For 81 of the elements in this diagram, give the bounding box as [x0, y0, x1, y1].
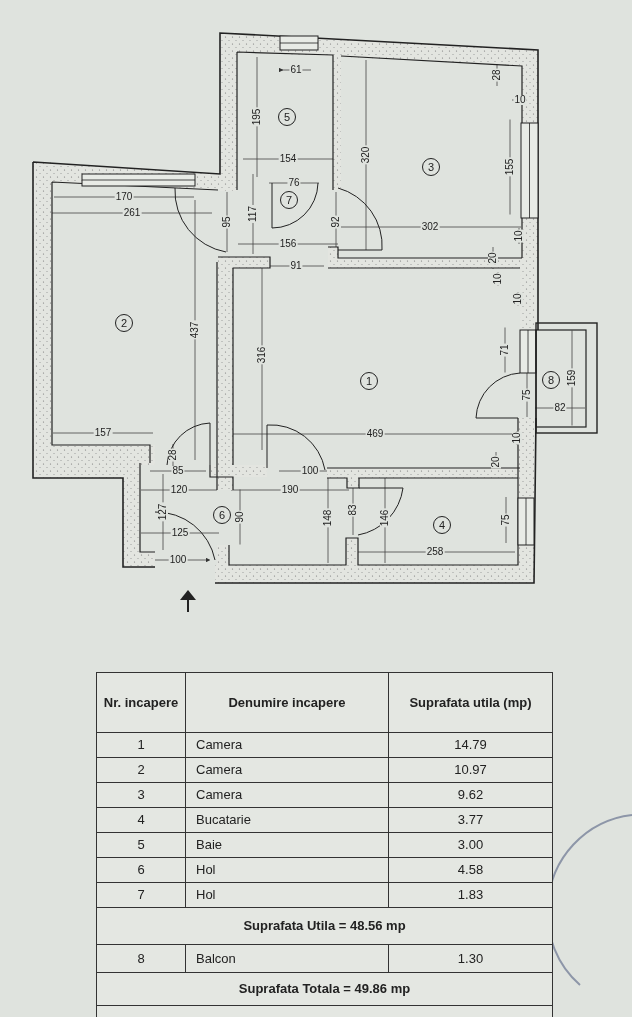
area-cell: 14.79	[388, 732, 553, 758]
dimension-label: 258	[425, 547, 445, 557]
dimension-label: 302	[420, 222, 440, 232]
dimension-label: 157	[93, 428, 113, 438]
dimension-label: 469	[365, 429, 385, 439]
dimension-label: 20	[488, 251, 498, 265]
room-number: 7	[280, 191, 298, 209]
room-number: 3	[422, 158, 440, 176]
area-cell: 10.97	[388, 757, 553, 783]
room-number-cell: 8	[96, 944, 186, 973]
dimension-label: 10	[512, 431, 522, 445]
dimension-label: 148	[323, 508, 333, 528]
room-name-cell: Camera	[185, 782, 389, 808]
dimension-label: 85	[171, 466, 185, 476]
dimension-label: 261	[122, 208, 142, 218]
area-cell: 3.77	[388, 807, 553, 833]
room-name-cell: Bucatarie	[185, 807, 389, 833]
dimension-label: 95	[222, 215, 232, 229]
room-number-cell: 4	[96, 807, 186, 833]
room-name-cell: Camera	[185, 732, 389, 758]
dimension-label: 320	[361, 145, 371, 165]
dimension-label: 28	[492, 68, 502, 82]
area-cell: 1.83	[388, 882, 553, 908]
dimension-label: 75	[522, 388, 532, 402]
dimension-label: 10	[493, 272, 503, 286]
area-cell: 1.30	[388, 944, 553, 973]
room-name-cell: Balcon	[185, 944, 389, 973]
dimension-label: 75	[501, 513, 511, 527]
area-cell: 9.62	[388, 782, 553, 808]
room-number: 6	[213, 506, 231, 524]
dimension-label: 71	[500, 343, 510, 357]
room-number-cell: 6	[96, 857, 186, 883]
room-number: 2	[115, 314, 133, 332]
room-number: 8	[542, 371, 560, 389]
dimension-label: 437	[190, 320, 200, 340]
dimension-label: 154	[278, 154, 298, 164]
area-cell: 3.00	[388, 832, 553, 858]
dimension-label: 10	[513, 292, 523, 306]
dimension-label: 100	[168, 555, 188, 565]
dimension-label: 195	[252, 107, 262, 127]
room-number-cell: 3	[96, 782, 186, 808]
dimension-label: 92	[331, 215, 341, 229]
dimension-label: 159	[567, 368, 577, 388]
column-header: Nr. incapere	[96, 672, 186, 733]
dimension-label: 100	[300, 466, 320, 476]
dimension-label: 117	[248, 205, 258, 223]
column-header: Denumire incapere	[185, 672, 389, 733]
room-number-cell: 5	[96, 832, 186, 858]
dimension-label: 156	[278, 239, 298, 249]
room-number-cell: 7	[96, 882, 186, 908]
room-name-cell: Hol	[185, 882, 389, 908]
room-number-cell: 1	[96, 732, 186, 758]
area-cell: 4.58	[388, 857, 553, 883]
room-name-cell: Hol	[185, 857, 389, 883]
dimension-label: 82	[553, 403, 567, 413]
dimension-label: 170	[114, 192, 134, 202]
dimension-label: 190	[280, 485, 300, 495]
dimension-label: 83	[348, 503, 358, 517]
dimension-label: 90	[235, 510, 245, 524]
dimension-label: 61	[289, 65, 303, 75]
dimension-label: 127	[158, 502, 168, 522]
dimension-label: 28	[168, 448, 178, 462]
dimension-label: 10	[513, 95, 527, 105]
room-number: 4	[433, 516, 451, 534]
total-row: Suprafata Totala = 49.86 mp	[96, 972, 553, 1006]
room-number: 1	[360, 372, 378, 390]
dimension-label: 20	[491, 455, 501, 469]
room-name-cell: Baie	[185, 832, 389, 858]
column-header: Suprafata utila (mp)	[388, 672, 553, 733]
dimension-label: 120	[169, 485, 189, 495]
dimension-label: 125	[170, 528, 190, 538]
dimension-label: 316	[257, 345, 267, 365]
dimension-label: 155	[505, 157, 515, 177]
dimension-label: 91	[289, 261, 303, 271]
room-number-cell: 2	[96, 757, 186, 783]
dimension-label: 10	[514, 229, 524, 243]
subtotal-row: Suprafata Utila = 48.56 mp	[96, 907, 553, 945]
room-name-cell: Camera	[185, 757, 389, 783]
dimension-label: 146	[380, 508, 390, 528]
room-number: 5	[278, 108, 296, 126]
dimension-label: 76	[287, 178, 301, 188]
